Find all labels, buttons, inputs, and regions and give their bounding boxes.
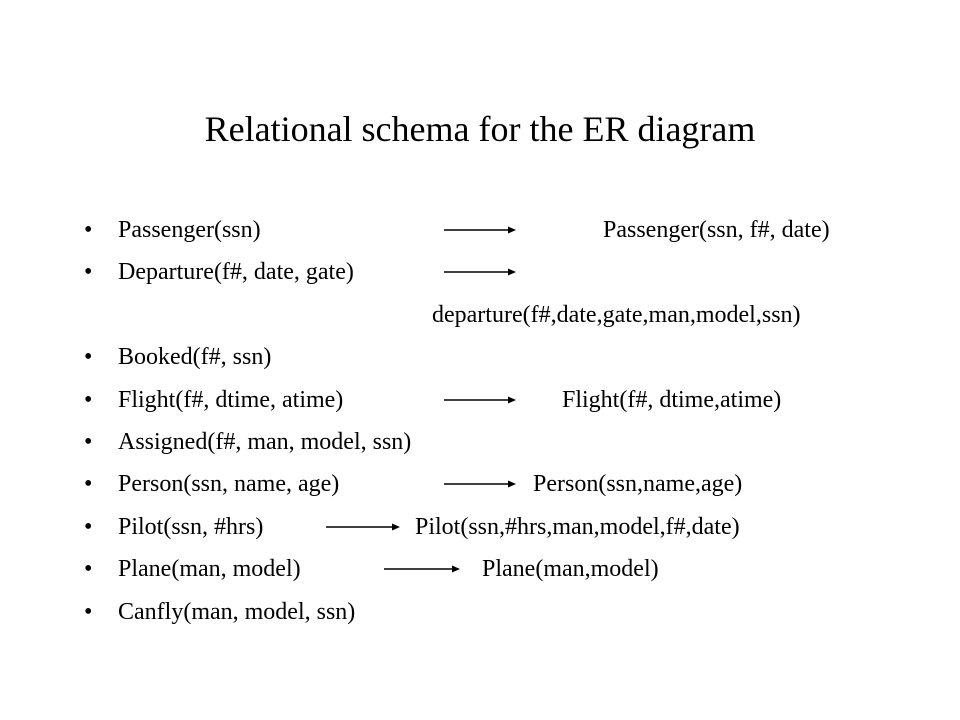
bullet: •: [84, 471, 93, 497]
schema-item-booked: Booked(f#, ssn): [118, 344, 272, 370]
schema-item-assigned: Assigned(f#, man, model, ssn): [118, 429, 412, 455]
arrow-icon: [444, 225, 516, 235]
bullet: •: [84, 556, 93, 582]
schema-item-flight-mapped: Flight(f#, dtime,atime): [562, 387, 782, 413]
bullet: •: [84, 344, 93, 370]
bullet: •: [84, 514, 93, 540]
arrow-icon: [326, 522, 400, 532]
arrow-icon: [444, 479, 516, 489]
schema-item-departure-mapped: departure(f#,date,gate,man,model,ssn): [432, 302, 801, 328]
schema-item-pilot: Pilot(ssn, #hrs): [118, 514, 264, 540]
schema-item-flight: Flight(f#, dtime, atime): [118, 387, 344, 413]
schema-item-person: Person(ssn, name, age): [118, 471, 340, 497]
schema-item-passenger-mapped: Passenger(ssn, f#, date): [603, 217, 830, 243]
bullet: •: [84, 387, 93, 413]
bullet: •: [84, 429, 93, 455]
schema-item-plane: Plane(man, model): [118, 556, 301, 582]
schema-item-canfly: Canfly(man, model, ssn): [118, 599, 356, 625]
arrow-icon: [444, 267, 516, 277]
arrow-icon: [444, 395, 516, 405]
bullet: •: [84, 217, 93, 243]
arrow-icon: [384, 564, 460, 574]
schema-item-departure: Departure(f#, date, gate): [118, 259, 354, 285]
bullet: •: [84, 259, 93, 285]
schema-item-passenger: Passenger(ssn): [118, 217, 261, 243]
schema-item-plane-mapped: Plane(man,model): [482, 556, 659, 582]
schema-item-pilot-mapped: Pilot(ssn,#hrs,man,model,f#,date): [415, 514, 740, 540]
bullet: •: [84, 599, 93, 625]
slide-title: Relational schema for the ER diagram: [204, 109, 756, 149]
schema-item-person-mapped: Person(ssn,name,age): [533, 471, 743, 497]
